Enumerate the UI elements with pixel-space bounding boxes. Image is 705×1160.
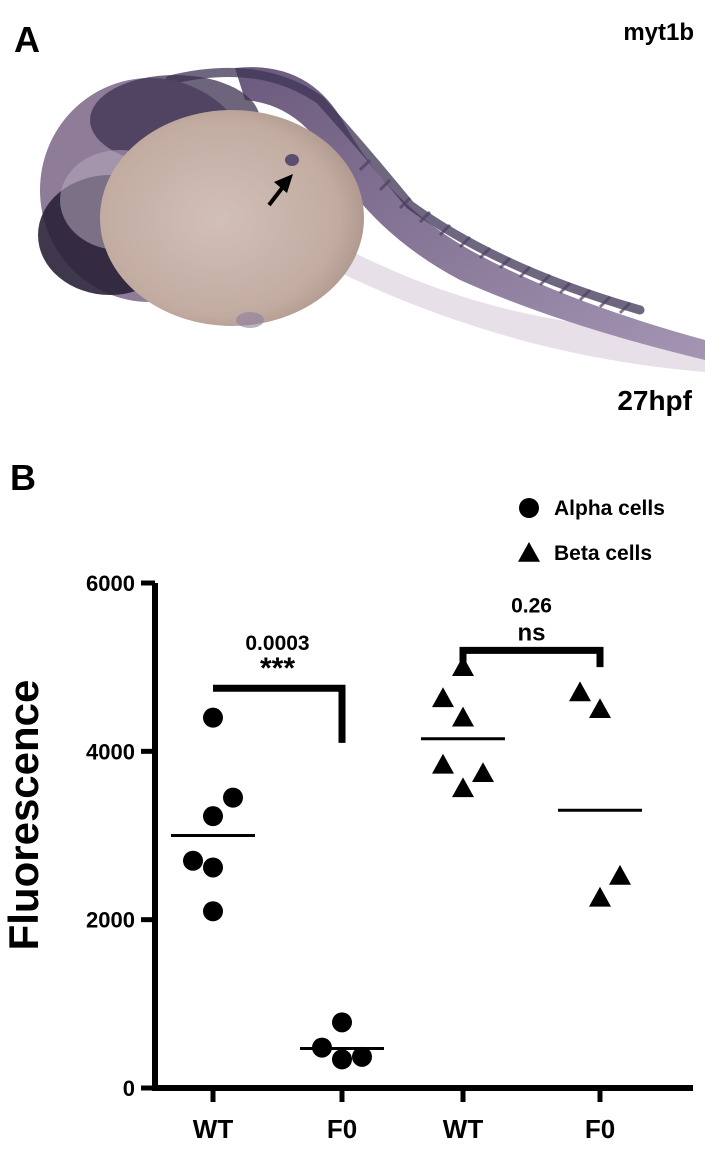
x-axis: WT F0 WT F0 [152, 1085, 693, 1144]
legend-label: Beta cells [554, 542, 652, 565]
significance-label: *** [260, 652, 295, 685]
x-tick-label: WT [443, 1114, 484, 1144]
embryo-micrograph-icon [38, 67, 705, 372]
legend-marker [519, 498, 539, 518]
data-point [352, 1046, 372, 1067]
data-point [223, 787, 243, 808]
data-point [203, 857, 223, 878]
significance-bracket [213, 684, 346, 743]
data-point [609, 864, 631, 885]
arrow-icon [267, 174, 293, 207]
legend-marker [518, 542, 540, 562]
panel-a-letter: A [14, 19, 40, 60]
y-tick-label: 2000 [86, 908, 135, 933]
data-point [452, 656, 474, 676]
y-axis-label: Fluorescence [0, 680, 47, 951]
stage-label: 27hpf [617, 385, 692, 416]
legend-label: Alpha cells [554, 497, 665, 520]
data-points [183, 656, 631, 1070]
data-point [432, 753, 454, 774]
data-point [452, 706, 474, 727]
y-axis: 6000 4000 2000 0 [86, 571, 158, 1101]
x-tick-label: F0 [327, 1114, 357, 1144]
p-value-label: 0.0003 [245, 632, 309, 655]
data-point [432, 687, 454, 708]
gene-label: myt1b [623, 19, 694, 46]
significance-bracket [459, 646, 604, 668]
data-point [589, 698, 611, 719]
data-point [183, 850, 203, 871]
p-value-label: 0.26 [511, 594, 552, 617]
significance-label: ns [517, 619, 545, 646]
y-tick-label: 4000 [86, 739, 135, 764]
data-point [472, 762, 494, 783]
y-tick-label: 0 [123, 1076, 135, 1101]
x-tick-label: WT [193, 1114, 234, 1144]
data-point [332, 1012, 352, 1033]
data-point [569, 681, 591, 702]
data-point [203, 707, 223, 728]
data-point [332, 1049, 352, 1070]
mean-lines [171, 737, 642, 1050]
panel-a: A myt1b 27hpf [14, 19, 705, 416]
data-point [452, 777, 474, 798]
data-point [203, 901, 223, 922]
data-point [203, 806, 223, 827]
data-point [589, 886, 611, 907]
panel-b-letter: B [10, 457, 36, 498]
y-tick-label: 6000 [86, 571, 135, 596]
x-tick-label: F0 [585, 1114, 615, 1144]
